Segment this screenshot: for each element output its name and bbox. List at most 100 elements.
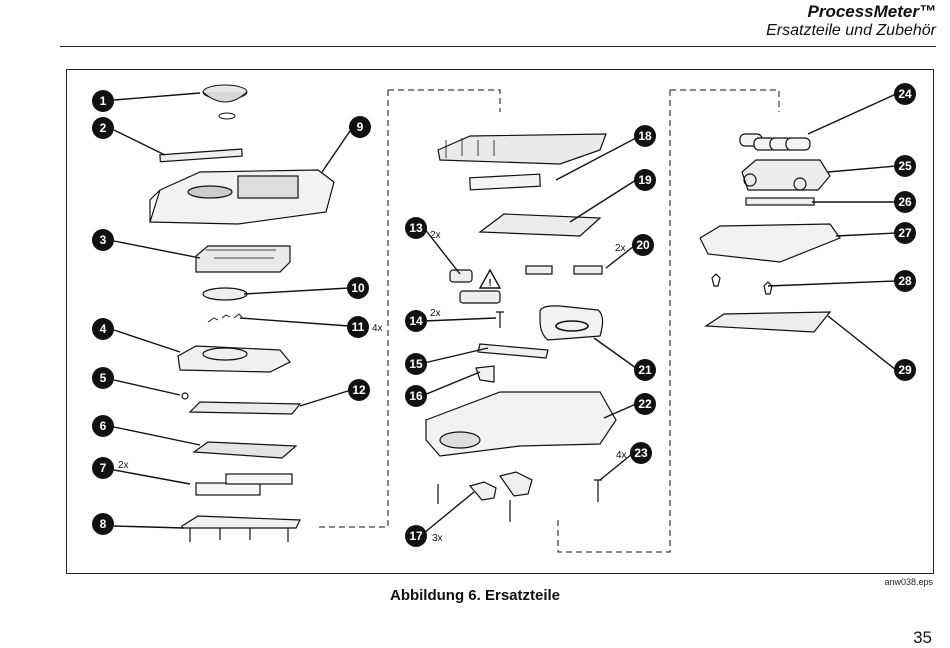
part-pads <box>525 265 603 275</box>
figure-frame <box>66 69 934 574</box>
part-bottom-case <box>425 391 617 457</box>
part-lcd-frame <box>188 401 302 415</box>
svg-text:9: 9 <box>357 120 364 134</box>
part-pcb <box>437 133 607 165</box>
qty-7: 2x <box>118 460 129 471</box>
part-screw-23 <box>594 479 602 502</box>
callout-20: 20 <box>632 234 654 256</box>
svg-text:12: 12 <box>352 383 366 397</box>
callout-19: 19 <box>634 169 656 191</box>
svg-text:24: 24 <box>898 87 912 101</box>
callouts: 1 2 3 4 5 6 7 8 9 10 11 12 13 14 15 16 1… <box>92 83 916 547</box>
part-tilt-stand <box>704 311 832 333</box>
callout-23: 23 <box>630 442 652 464</box>
callout-4: 4 <box>92 318 114 340</box>
quantity-labels: 2x 4x 2x 2x 3x 2x 4x <box>118 230 627 544</box>
svg-text:27: 27 <box>898 226 912 240</box>
svg-text:2: 2 <box>100 121 107 135</box>
callout-5: 5 <box>92 367 114 389</box>
svg-text:7: 7 <box>100 461 107 475</box>
callout-13: 13 <box>405 217 427 239</box>
callout-8: 8 <box>92 513 114 535</box>
page-number: 35 <box>913 628 932 647</box>
qty-17: 3x <box>432 533 443 544</box>
part-battery-pad <box>745 197 815 206</box>
svg-text:5: 5 <box>100 371 107 385</box>
part-latches <box>711 273 773 295</box>
svg-text:11: 11 <box>352 320 365 334</box>
svg-text:13: 13 <box>409 221 423 235</box>
svg-text:29: 29 <box>898 363 912 377</box>
callout-27: 27 <box>894 222 916 244</box>
svg-text:3: 3 <box>100 233 107 247</box>
part-jack <box>475 365 495 383</box>
callout-25: 25 <box>894 155 916 177</box>
part-bracket <box>477 343 549 359</box>
svg-text:17: 17 <box>409 529 423 543</box>
part-connectors <box>195 473 293 496</box>
callout-28: 28 <box>894 270 916 292</box>
qty-20: 2x <box>615 243 626 254</box>
callout-17: 17 <box>405 525 427 547</box>
svg-text:14: 14 <box>409 314 423 328</box>
part-keypad <box>195 245 291 273</box>
callout-14: 14 <box>405 310 427 332</box>
callout-10: 10 <box>347 277 369 299</box>
qty-14: 2x <box>430 308 441 319</box>
part-battery-holder <box>741 159 831 191</box>
svg-text:10: 10 <box>351 281 365 295</box>
callout-2: 2 <box>92 117 114 139</box>
header-rule <box>60 46 936 47</box>
callout-1: 1 <box>92 90 114 112</box>
callout-15: 15 <box>405 353 427 375</box>
svg-text:4: 4 <box>100 322 107 336</box>
svg-text:18: 18 <box>638 129 652 143</box>
callout-18: 18 <box>634 125 656 147</box>
svg-text:19: 19 <box>638 173 652 187</box>
part-screw <box>496 311 504 328</box>
svg-text:8: 8 <box>100 517 107 531</box>
part-selector-housing <box>177 345 291 373</box>
leader-lines <box>113 92 897 534</box>
svg-text:21: 21 <box>638 363 652 377</box>
part-fuses: ! <box>449 268 502 304</box>
callout-6: 6 <box>92 415 114 437</box>
callout-16: 16 <box>405 385 427 407</box>
figure-caption: Abbildung 6. Ersatzteile <box>389 587 561 604</box>
part-spring <box>181 392 189 400</box>
callout-7: 7 <box>92 457 114 479</box>
part-battery-door <box>699 223 841 263</box>
part-knob <box>202 84 248 120</box>
part-shield-plate <box>478 213 602 237</box>
callout-24: 24 <box>894 83 916 105</box>
callout-9: 9 <box>349 116 371 138</box>
part-ring <box>202 287 248 301</box>
svg-text:23: 23 <box>634 446 648 460</box>
callout-11: 11 <box>347 316 369 338</box>
svg-text:22: 22 <box>638 397 652 411</box>
part-meter-top <box>149 169 335 225</box>
figure-file-code: anw038.eps <box>884 577 933 587</box>
dashed-group-border-right <box>670 89 780 112</box>
svg-text:28: 28 <box>898 274 912 288</box>
qty-13: 2x <box>430 230 441 241</box>
svg-text:20: 20 <box>636 238 650 252</box>
svg-text:16: 16 <box>409 389 423 403</box>
header-title: ProcessMeter™ <box>807 2 936 21</box>
callout-3: 3 <box>92 229 114 251</box>
callout-22: 22 <box>634 393 656 415</box>
qty-11: 4x <box>372 323 383 334</box>
callout-29: 29 <box>894 359 916 381</box>
part-strip <box>159 148 243 163</box>
svg-text:25: 25 <box>898 159 912 173</box>
part-lcd <box>192 441 298 459</box>
part-insulator <box>469 173 541 191</box>
part-gasket <box>539 305 604 341</box>
svg-text:!: ! <box>488 278 491 289</box>
svg-text:6: 6 <box>100 419 107 433</box>
svg-text:15: 15 <box>409 357 423 371</box>
part-batteries <box>739 133 811 151</box>
callout-21: 21 <box>634 359 656 381</box>
part-shield-frame <box>181 515 301 542</box>
